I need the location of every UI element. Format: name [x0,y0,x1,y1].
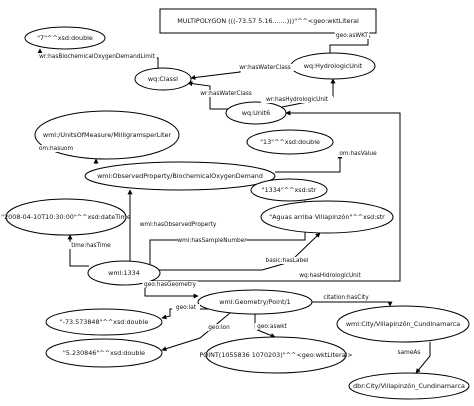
edge-has-time [67,234,89,267]
edge-label-background [68,242,114,249]
node-label: MULTIPOLYGON (((-73.57 5.16.......)))"^^… [177,17,359,25]
edge-lon [161,312,231,352]
edge-label: time:hasTime [71,243,111,249]
edge-label: wr:hasHydrologicUnit [266,97,329,103]
node-val-13 [246,129,334,155]
node-label: dbr:City/Villapinzón_Cundinamarca [353,382,465,390]
node-label: "13"^^xsd:double [260,138,320,146]
edge-same-as [415,342,431,374]
node-observed-property [84,161,276,191]
node-label: wml:/UnitsOfMeasure/MilligramsperLiter [43,131,172,139]
node-label: "5.230846"^^xsd:double [63,349,145,357]
edge-has-city [312,301,393,307]
edge-label: geo:lon [208,325,230,331]
node-class-i [134,67,192,91]
edge-label-background [172,304,200,311]
edge-label: wml:hasSampleNumber [177,238,247,244]
node-wml-1334 [87,260,161,286]
node-label: wml:ObservedProperty/BiochemicalOxygenDe… [97,172,263,180]
node-label: wq:HydrologicUnit [304,62,363,70]
node-datetime [5,198,127,236]
edge-label: wr:hasBiochemicalOxygenDemandLimit [39,54,155,60]
edge-hidrologic-unit [150,110,401,282]
node-point-wkt [205,336,347,374]
edge-label-background [205,324,233,331]
node-label: wml:1334 [108,269,140,277]
node-label: wq:Unit6 [242,109,271,117]
edge-label-background [316,294,376,301]
node-label: "Aguas arriba Villapinzón"^^xsd:str [269,213,385,221]
node-aguas-arriba [260,200,394,234]
edge-label: geo:hasGeometry [144,282,196,288]
edge-has-label [155,232,321,271]
node-label: wq:ClassI [148,75,178,83]
edge-label-background [235,64,295,71]
node-layer: MULTIPOLYGON (((-73.57 5.16.......)))"^^… [1,8,470,400]
edge-label: geo:aswkt [257,324,287,330]
node-label: wml:Geometry/Point/1 [219,298,291,306]
edge-label: geo:lat [176,305,197,311]
edge-label: om:hasValue [339,151,377,157]
node-city-villapinzon [336,305,470,343]
edge-label: basic:hasLabel [266,258,309,264]
edge-label-background [37,53,157,60]
node-label: "2008-04-10T10:30:00"^^xsd:dateTime [1,213,131,221]
edge-label: om:hasuom [39,146,74,152]
edge-label-background [142,281,198,288]
node-lon-double [45,338,163,368]
edge-label-background [196,90,256,97]
node-geometry-point [197,289,313,315]
node-label: "7"^^xsd:double [37,34,93,42]
edge-label-background [261,96,333,103]
node-label: POINT(1055836 1070203)"^^<geo:wktLiteral… [199,351,352,359]
edge-label-background [177,237,247,244]
edge-water-class-u6 [187,81,228,110]
edge-label-layer: geo:asWKT wr:hasBiochemicalOxygenDemandLi… [37,32,422,356]
edge-label: citation:hasCity [323,295,369,301]
node-bod-double [24,26,106,50]
edge-label: geo:asWKT [336,33,368,39]
node-lat-double [45,308,163,336]
node-dbr-city [348,372,470,400]
node-unit6 [225,101,287,125]
edge-label-background [337,150,379,157]
node-label: "1334"^^xsd:str [262,186,317,194]
node-multipolygon [159,8,377,34]
edge-label-background [254,323,290,330]
edge-label-background [334,32,370,39]
edge-label: wr:hasWaterClass [239,65,291,71]
edge-label-background [38,145,74,152]
edge-label-background [294,272,366,279]
edge-label: wq:hasHidrologicUnit [299,273,361,279]
node-str-1334 [250,178,328,202]
edge-label: wml:hasObservedProperty [140,222,217,228]
edge-label-background [261,257,313,264]
edge-label: wr:hasWaterClass [200,91,252,97]
node-label: "-73.573848"^^xsd:double [60,318,149,326]
edge-label-background [136,221,220,228]
edge-label: sameAs [398,350,421,356]
edge-hasvalue [275,153,343,173]
node-label: wml:City/Villapinzón_Cundinamarca [346,320,460,328]
edge-label-background [396,349,422,356]
